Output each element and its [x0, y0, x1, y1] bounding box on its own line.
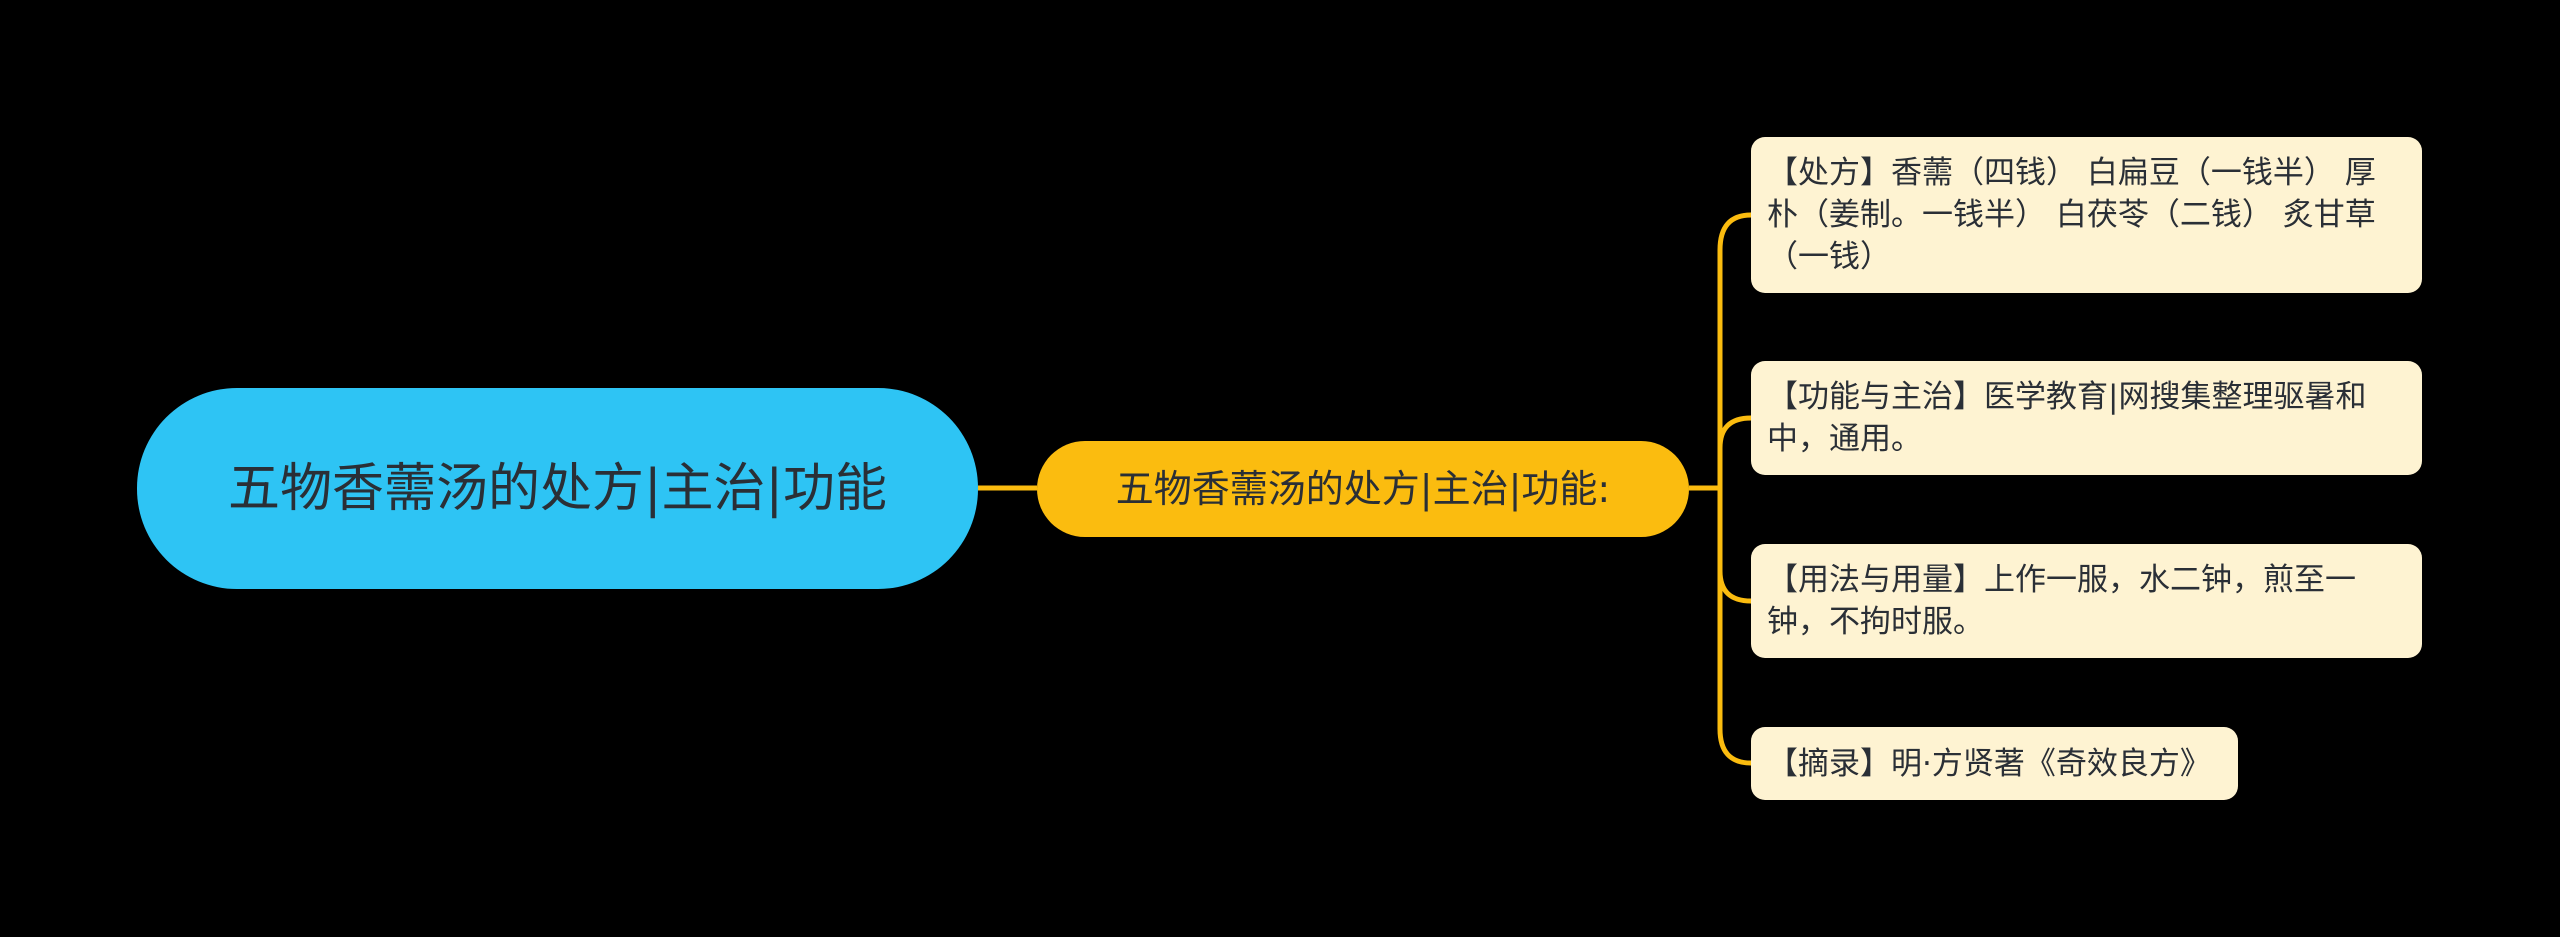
root-topic-node[interactable]: 五物香薷汤的处方|主治|功能	[137, 388, 978, 589]
leaf-text-prescription: 【处方】香薷（四钱） 白扁豆（一钱半） 厚朴（姜制。一钱半） 白茯苓（二钱） 炙…	[1767, 155, 2376, 275]
connector-to-leaf-2	[1717, 488, 1752, 604]
leaf-node-usage[interactable]: 【用法与用量】上作一服，水二钟，煎至一钟，不拘时服。	[1751, 544, 2422, 658]
leaf-node-source[interactable]: 【摘录】明·方贤著《奇效良方》	[1751, 727, 2238, 800]
connector-to-leaf-1	[1717, 415, 1752, 488]
leaf-node-prescription[interactable]: 【处方】香薷（四钱） 白扁豆（一钱半） 厚朴（姜制。一钱半） 白茯苓（二钱） 炙…	[1751, 137, 2422, 293]
leaf-text-usage: 【用法与用量】上作一服，水二钟，煎至一钟，不拘时服。	[1767, 562, 2356, 640]
connector-to-leaf-3	[1717, 488, 1752, 766]
main-subtopic-text: 五物香薷汤的处方|主治|功能:	[1115, 467, 1611, 511]
connector-to-leaf-0	[1717, 212, 1752, 488]
root-topic-text: 五物香薷汤的处方|主治|功能	[227, 458, 888, 519]
leaf-text-function: 【功能与主治】医学教育|网搜集整理驱暑和中，通用。	[1767, 379, 2367, 457]
leaf-text-source: 【摘录】明·方贤著《奇效良方》	[1767, 745, 2211, 782]
main-subtopic-node[interactable]: 五物香薷汤的处方|主治|功能:	[1037, 441, 1689, 537]
leaf-node-function[interactable]: 【功能与主治】医学教育|网搜集整理驱暑和中，通用。	[1751, 361, 2422, 475]
